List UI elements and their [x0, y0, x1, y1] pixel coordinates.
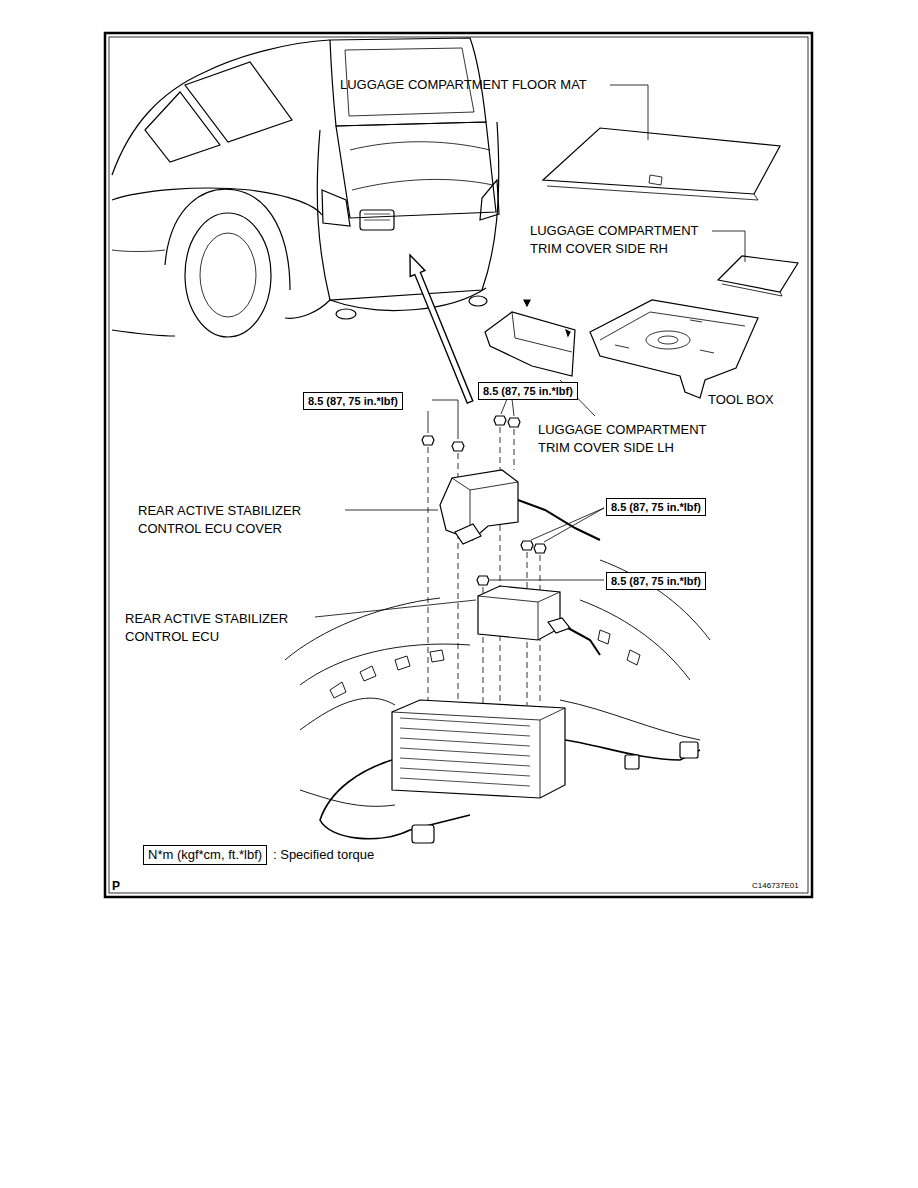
- torque-spec-box: 8.5 (87, 75 in.*lbf): [606, 572, 706, 590]
- dashed-guides: [428, 427, 540, 712]
- part-name: REAR ACTIVE STABILIZER CONTROL ECU COVER: [138, 502, 338, 538]
- torque-value: 8.5 (87, 75 in.*lbf): [611, 574, 701, 588]
- part-name: REAR ACTIVE STABILIZER CONTROL ECU: [125, 610, 315, 646]
- figure-frame: [105, 33, 812, 897]
- floor-mat: [543, 85, 780, 200]
- torque-spec-box: 8.5 (87, 75 in.*lbf): [478, 382, 578, 400]
- leader-line: [315, 600, 476, 617]
- vehicle-floor: [285, 560, 710, 806]
- part-name: LUGGAGE COMPARTMENT TRIM COVER SIDE RH: [530, 222, 720, 258]
- leader-line: [345, 510, 438, 511]
- torque-value: 8.5 (87, 75 in.*lbf): [611, 500, 701, 514]
- torque-value: 8.5 (87, 75 in.*lbf): [308, 394, 398, 408]
- legend-text: : Specified torque: [273, 846, 374, 864]
- part-name: LUGGAGE COMPARTMENT TRIM COVER SIDE LH: [538, 421, 728, 457]
- torque-spec-box: 8.5 (87, 75 in.*lbf): [303, 392, 403, 410]
- trim-cover-rh: [712, 231, 798, 296]
- leader-line: [610, 85, 648, 140]
- page-mark: P: [112, 878, 120, 895]
- tool-box: [590, 300, 758, 398]
- stabilizer-amplifier: [320, 700, 700, 843]
- torque-value: 8.5 (87, 75 in.*lbf): [483, 384, 573, 398]
- figure-code: C146737E01: [752, 880, 799, 891]
- torque-value: N*m (kgf*cm, ft.*lbf): [148, 847, 262, 863]
- torque-spec-box: 8.5 (87, 75 in.*lbf): [606, 498, 706, 516]
- ecu-cover: [345, 470, 600, 544]
- location-arrow: [410, 255, 473, 403]
- nuts: [422, 416, 546, 585]
- part-name: LUGGAGE COMPARTMENT FLOOR MAT: [340, 76, 587, 94]
- torque-unit-box: N*m (kgf*cm, ft.*lbf): [143, 845, 267, 865]
- figure-frame-inner: [109, 37, 808, 893]
- part-name: TOOL BOX: [708, 391, 774, 409]
